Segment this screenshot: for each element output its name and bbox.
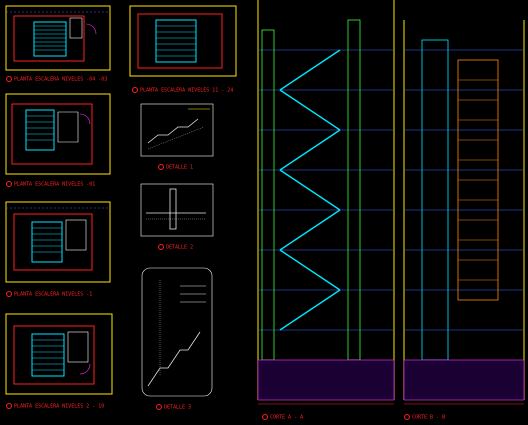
detalle-3[interactable]: DETALLE 3 xyxy=(140,266,220,414)
plan-title: PLANTA ESCALERA NIVELES 11 - 24 xyxy=(132,87,233,94)
plan-escalera-niveles-2-10[interactable]: PLANTA ESCALERA NIVELES 2 - 10 xyxy=(4,312,116,412)
section-title: CORTE B - B xyxy=(404,414,445,421)
section-drawing xyxy=(403,20,525,405)
plan-escalera-niveles-11-24[interactable]: PLANTA ESCALERA NIVELES 11 - 24 xyxy=(128,4,246,94)
detail-drawing xyxy=(140,183,214,237)
plan-escalera-niveles-1[interactable]: PLANTA ESCALERA NIVELES -1 xyxy=(4,200,114,300)
detail-drawing xyxy=(141,267,213,397)
detail-title: DETALLE 2 xyxy=(158,244,193,251)
detalle-2[interactable]: DETALLE 2 xyxy=(140,183,220,251)
plan-drawing xyxy=(129,5,237,77)
plan-escalera-niveles-04-03[interactable]: PLANTA ESCALERA NIVELES -04 -03 xyxy=(4,4,114,84)
detail-title: DETALLE 1 xyxy=(158,164,193,171)
corte-a-a[interactable]: CORTE A - A xyxy=(254,0,396,425)
plan-drawing xyxy=(5,5,111,71)
plan-drawing xyxy=(5,201,111,283)
corte-b-b[interactable]: CORTE B - B xyxy=(400,0,528,425)
plan-drawing xyxy=(5,93,111,175)
plan-title: PLANTA ESCALERA NIVELES -01 xyxy=(6,181,95,188)
plan-title: PLANTA ESCALERA NIVELES -1 xyxy=(6,291,92,298)
plan-drawing xyxy=(5,313,113,395)
detail-drawing xyxy=(140,103,214,157)
plan-title: PLANTA ESCALERA NIVELES -04 -03 xyxy=(6,76,107,83)
detalle-1[interactable]: DETALLE 1 xyxy=(140,103,220,171)
section-drawing xyxy=(257,0,395,405)
plan-title: PLANTA ESCALERA NIVELES 2 - 10 xyxy=(6,403,104,410)
detail-title: DETALLE 3 xyxy=(156,404,191,411)
section-title: CORTE A - A xyxy=(262,414,303,421)
plan-escalera-niveles-01[interactable]: PLANTA ESCALERA NIVELES -01 xyxy=(4,92,114,188)
